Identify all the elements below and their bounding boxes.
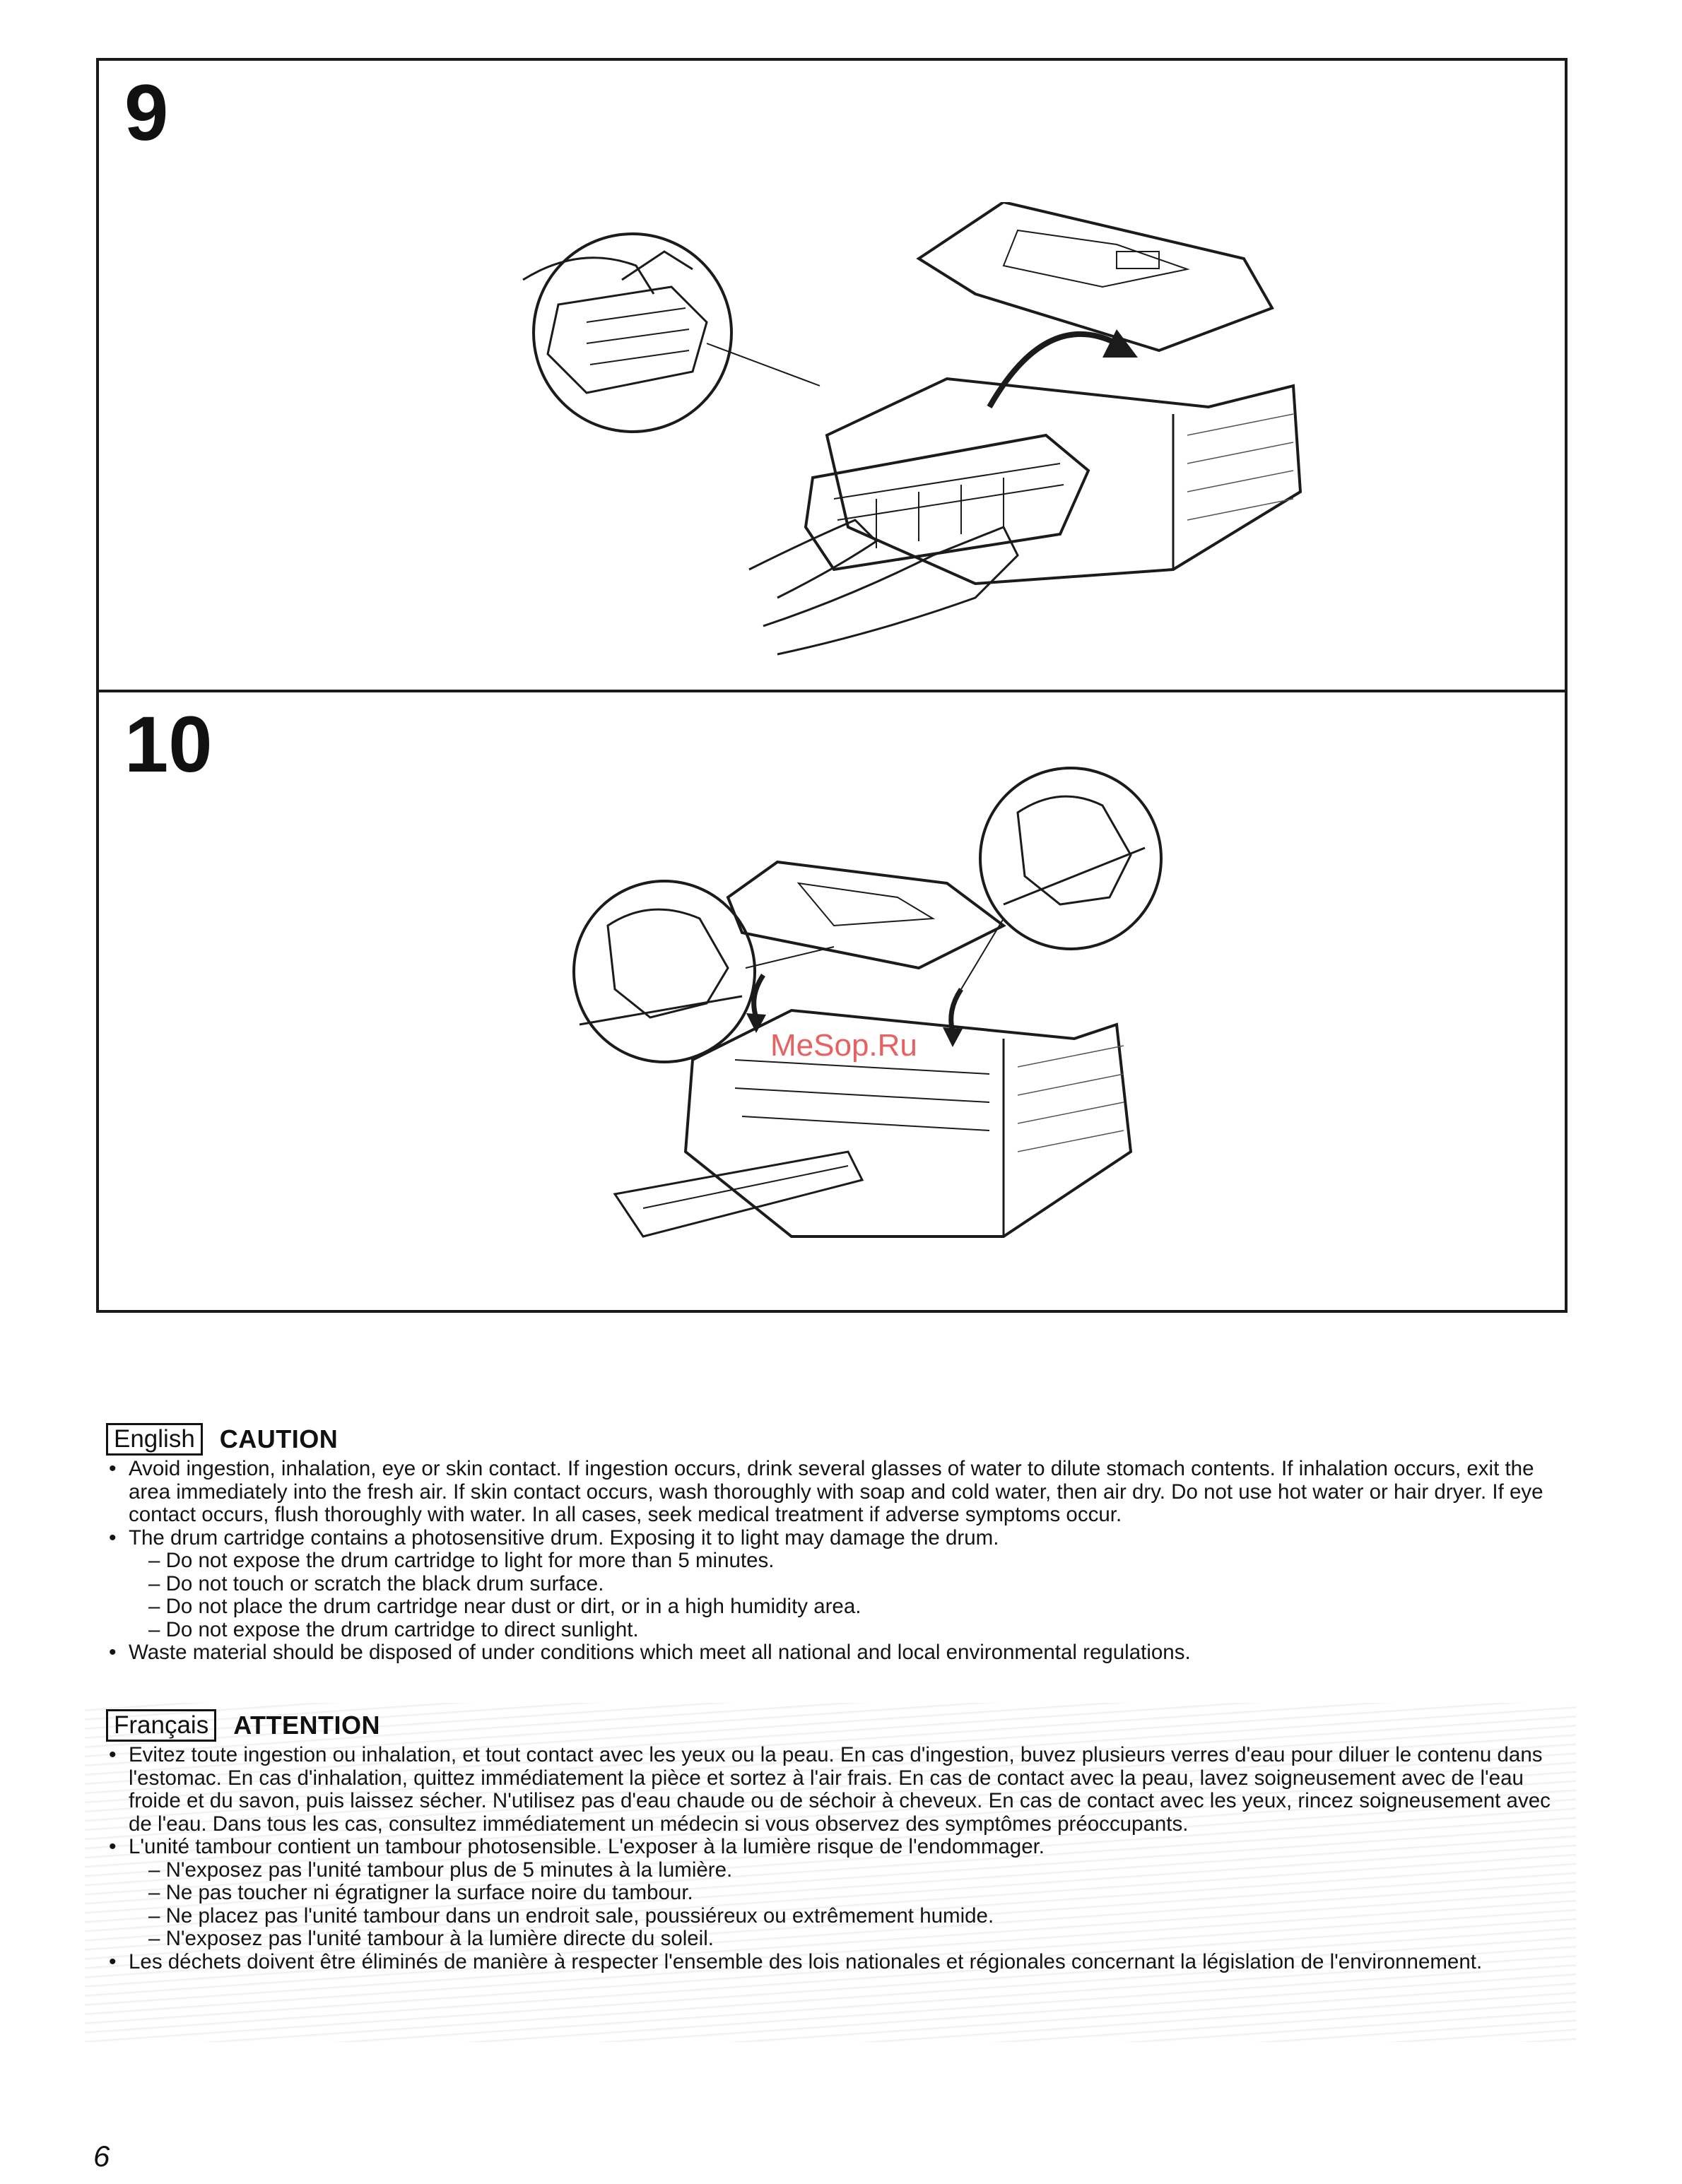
caution-item: Evitez toute ingestion ou inhalation, et… bbox=[106, 1743, 1576, 1836]
caution-subitem: – Do not touch or scratch the black drum… bbox=[148, 1571, 604, 1595]
caution-item: Les déchets doivent être éliminés de man… bbox=[106, 1950, 1576, 1974]
step-number: 10 bbox=[124, 700, 213, 789]
caution-item: The drum cartridge contains a photosensi… bbox=[106, 1526, 1576, 1550]
language-tag: English bbox=[106, 1423, 203, 1456]
page-number: 6 bbox=[93, 2139, 110, 2173]
section-title: CAUTION bbox=[219, 1424, 339, 1453]
watermark: MeSop.Ru bbox=[770, 1028, 917, 1063]
step-9-illustration bbox=[481, 202, 1385, 668]
caution-subitem: – Ne placez pas l'unité tambour dans un … bbox=[148, 1903, 994, 1928]
step-9-panel: 9 bbox=[99, 61, 1565, 692]
step-10-panel: 10 bbox=[99, 692, 1565, 1311]
caution-subitem: – Do not place the drum cartridge near d… bbox=[148, 1595, 861, 1618]
magnifier-inset-left bbox=[572, 880, 756, 1063]
caution-item: Waste material should be disposed of und… bbox=[106, 1641, 1576, 1665]
caution-subitem: – Ne pas toucher ni égratigner la surfac… bbox=[148, 1881, 693, 1904]
caution-item: Avoid ingestion, inhalation, eye or skin… bbox=[106, 1457, 1576, 1527]
caution-section-english: English CAUTION Avoid ingestion, inhalat… bbox=[106, 1423, 1576, 1665]
caution-subitem: – Do not expose the drum cartridge to li… bbox=[148, 1549, 775, 1572]
caution-subitem: – Do not expose the drum cartridge to di… bbox=[148, 1617, 639, 1641]
caution-item: L'unité tambour contient un tambour phot… bbox=[106, 1835, 1576, 1859]
insert-arrow bbox=[987, 331, 1118, 408]
section-title: ATTENTION bbox=[233, 1711, 381, 1740]
language-tag: Français bbox=[106, 1709, 217, 1742]
step-number: 9 bbox=[124, 69, 169, 157]
caution-section-french: Français ATTENTION Evitez toute ingestio… bbox=[85, 1703, 1576, 2042]
caution-subitem: – N'exposez pas l'unité tambour plus de … bbox=[148, 1858, 733, 1882]
magnifier-inset bbox=[532, 232, 733, 433]
step-10-illustration bbox=[565, 756, 1230, 1279]
caution-subitem: – N'exposez pas l'unité tambour à la lum… bbox=[148, 1927, 714, 1950]
steps-frame: 9 bbox=[96, 58, 1568, 1313]
magnifier-inset-right bbox=[979, 767, 1163, 950]
